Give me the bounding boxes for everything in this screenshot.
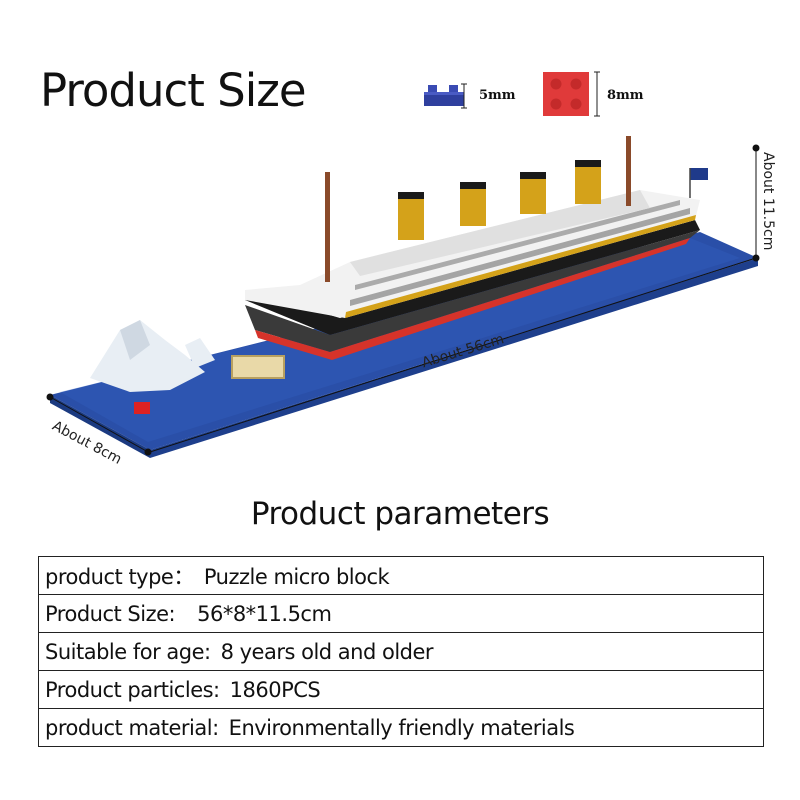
param-label: product material: xyxy=(45,715,219,740)
ship-model-image xyxy=(46,136,760,458)
table-row: product material: Environmentally friendl… xyxy=(38,708,764,747)
height-dimension-label: About 11.5cm xyxy=(760,152,776,251)
param-value: Puzzle micro block xyxy=(203,564,390,589)
small-brick-icon xyxy=(424,83,467,109)
param-value: 1860PCS xyxy=(229,677,321,702)
table-row: product type： Puzzle micro block xyxy=(38,556,764,595)
table-row: Product Size: 56*8*11.5cm xyxy=(38,594,764,633)
large-brick-label: 8mm xyxy=(607,88,644,103)
table-row: Suitable for age: 8 years old and older xyxy=(38,632,764,671)
param-label: Suitable for age: xyxy=(45,639,211,664)
page-title: Product Size xyxy=(40,64,307,117)
table-row: Product particles: 1860PCS xyxy=(38,670,764,709)
param-value: 8 years old and older xyxy=(220,639,434,664)
params-table: product type： Puzzle micro block Product … xyxy=(38,556,764,747)
param-value: 56*8*11.5cm xyxy=(197,601,332,626)
param-label: product type： xyxy=(45,564,194,589)
large-brick-icon xyxy=(543,71,600,117)
param-label: Product particles: xyxy=(45,677,220,702)
params-title: Product parameters xyxy=(250,496,550,532)
param-value: Environmentally friendly materials xyxy=(228,715,575,740)
param-label: Product Size: xyxy=(45,601,176,626)
small-brick-label: 5mm xyxy=(479,88,516,103)
